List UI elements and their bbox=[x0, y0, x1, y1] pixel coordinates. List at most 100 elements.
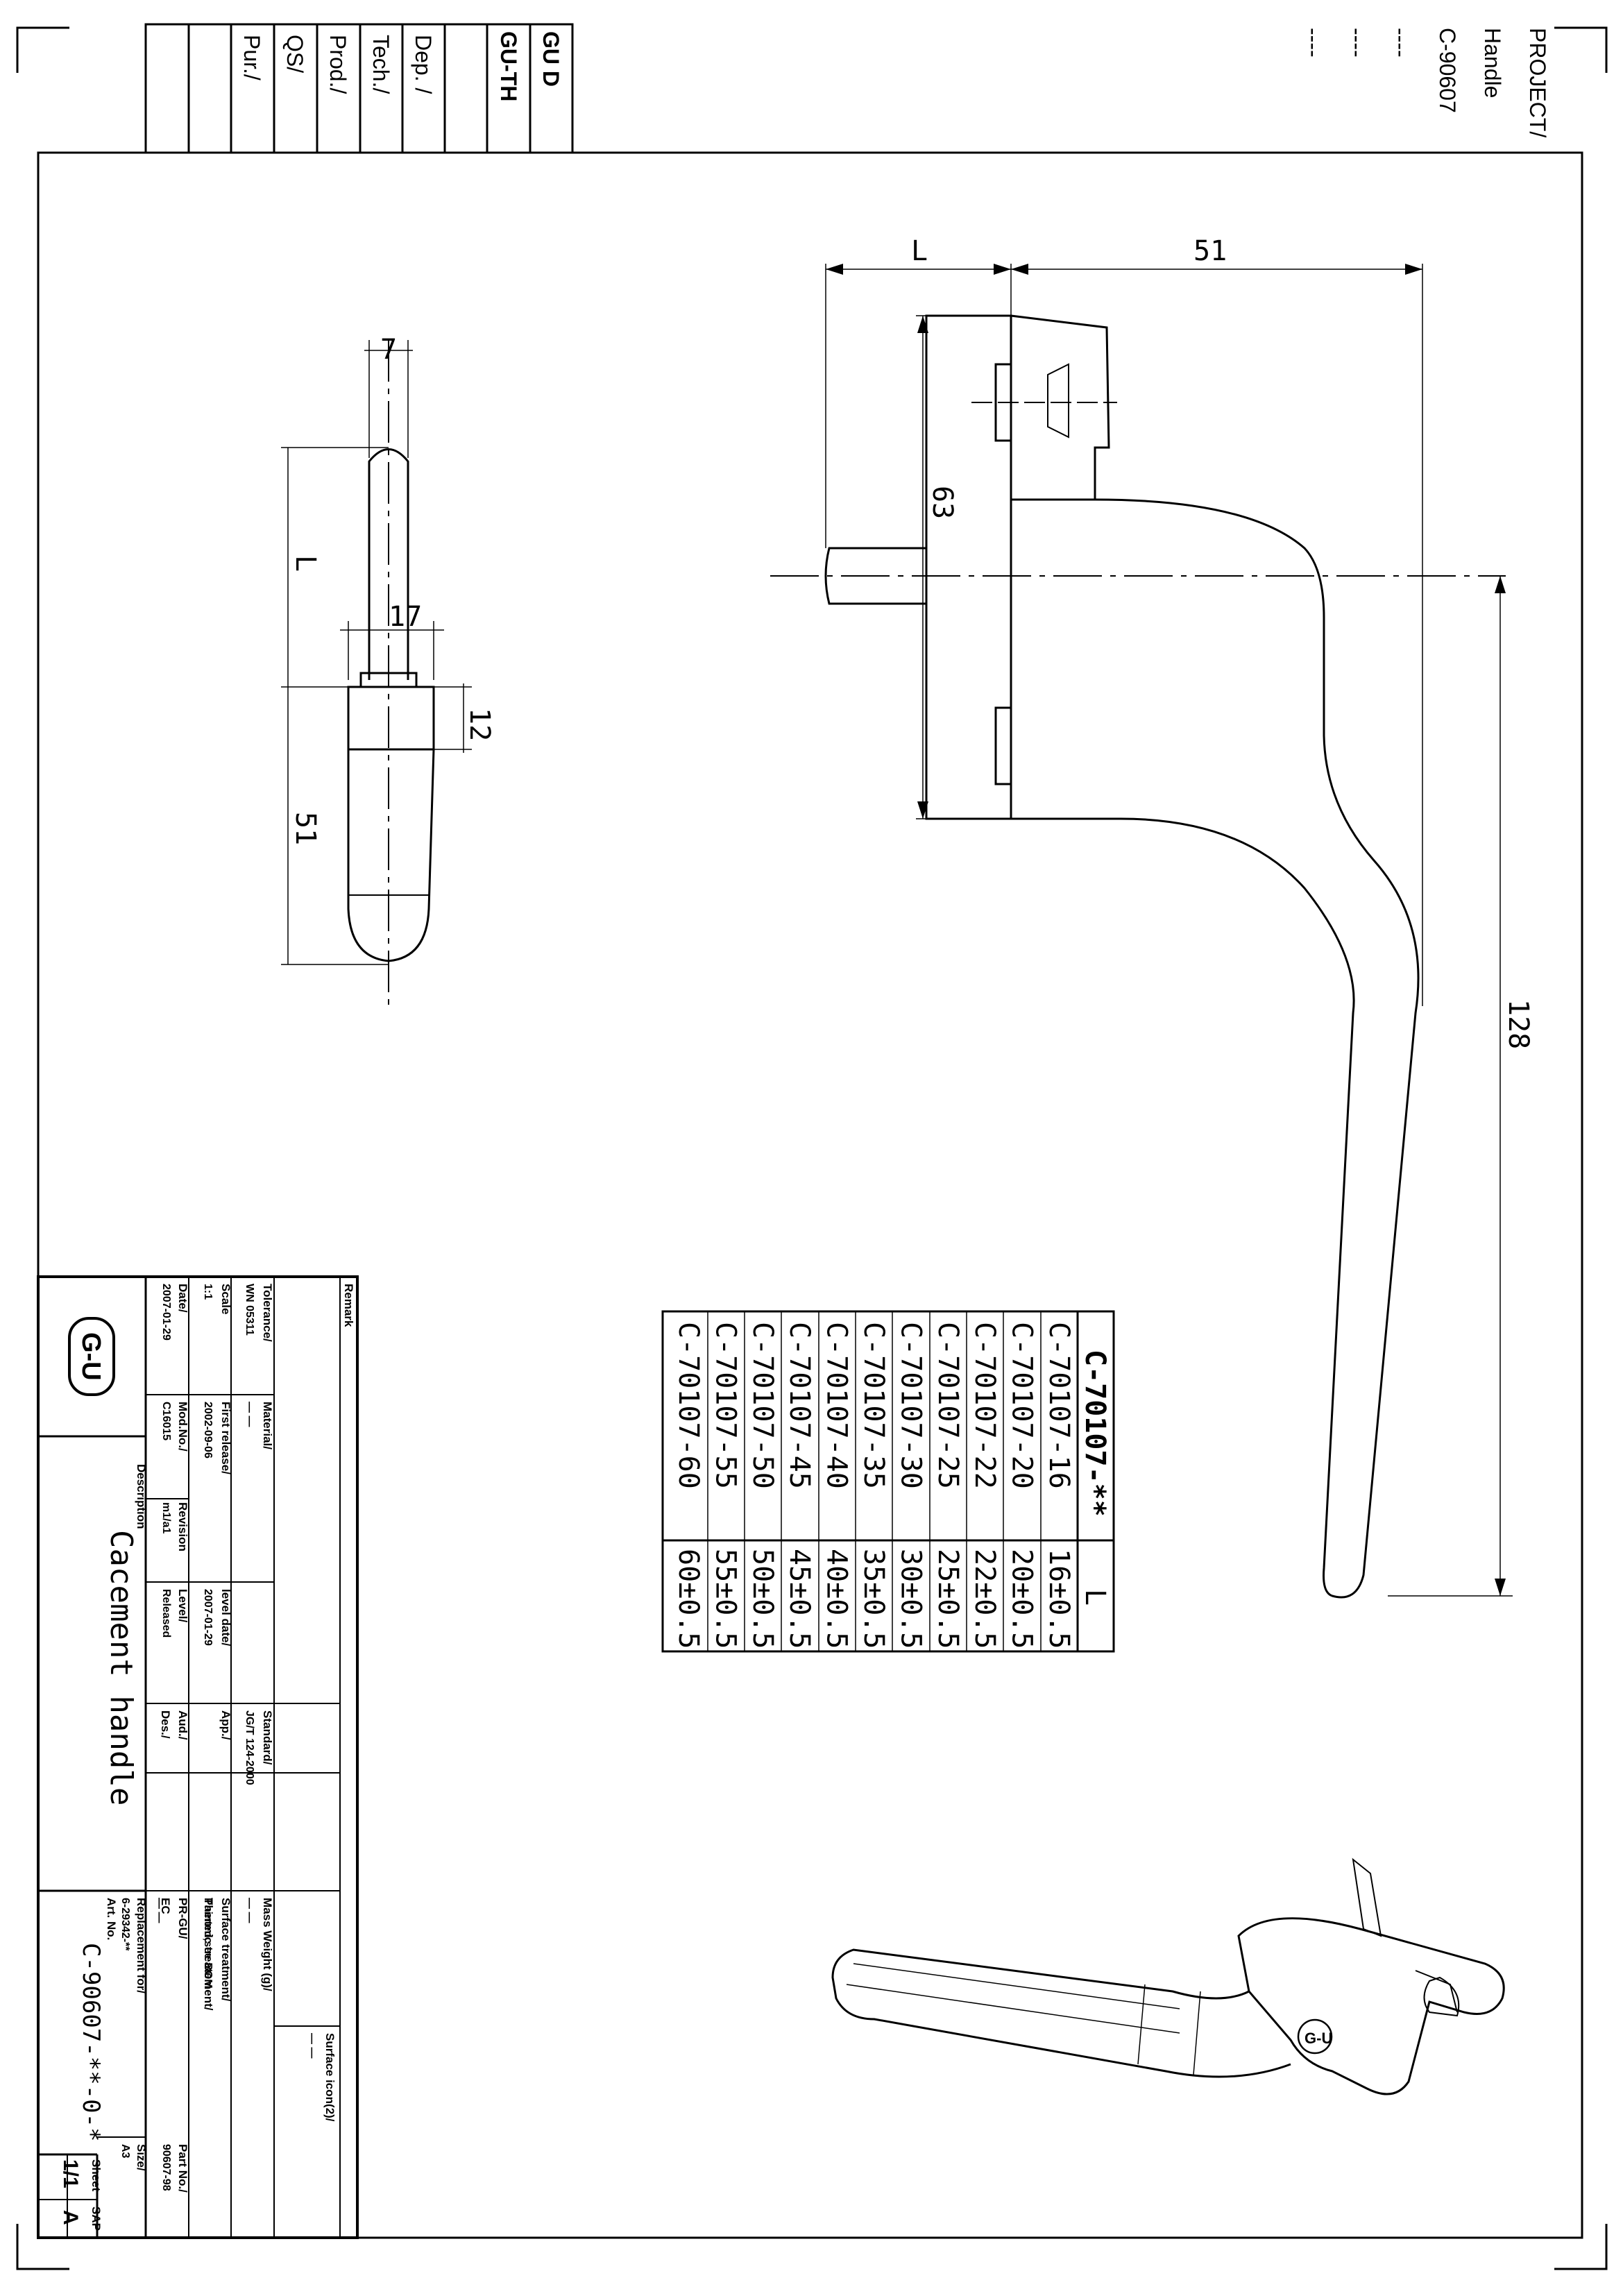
mass-value: — — bbox=[244, 1898, 255, 1923]
remark-label: Remark bbox=[342, 1284, 355, 1327]
scale-label: Scale bbox=[219, 1284, 232, 1314]
front-view-dimensions: L 51 63 128 bbox=[911, 235, 1534, 1049]
variant-length: 35±0.5 bbox=[858, 1549, 890, 1649]
level-date-value: 2007-01-29 bbox=[202, 1589, 214, 1646]
variant-length: 30±0.5 bbox=[894, 1549, 926, 1649]
qs-label: QS/ bbox=[282, 35, 307, 73]
dim-length-L: L bbox=[289, 555, 321, 572]
variant-length: 60±0.5 bbox=[672, 1549, 704, 1649]
material-value: — — bbox=[244, 1402, 255, 1427]
code-label: C-90607 bbox=[1435, 28, 1460, 113]
material-label: Material/ bbox=[261, 1402, 274, 1449]
description-value: Cacement handle bbox=[103, 1530, 139, 1805]
variant-length: 25±0.5 bbox=[932, 1549, 964, 1649]
dim-51: 51 bbox=[1193, 235, 1227, 267]
surface-treatment-value: Painted,see BOM bbox=[202, 1898, 214, 1989]
variant-length: 20±0.5 bbox=[1006, 1549, 1038, 1649]
variant-rows: C-70107-16 16±0.5 C-70107-20 20±0.5 C-70107-… bbox=[672, 1322, 1075, 1649]
variant-code: C-70107-20 bbox=[1006, 1322, 1038, 1489]
tech-label: Tech./ bbox=[368, 35, 393, 94]
variant-length: 45±0.5 bbox=[783, 1549, 815, 1649]
level-date-label: level date/ bbox=[219, 1589, 232, 1646]
mass-label: Mass Weight (g)/ bbox=[261, 1898, 274, 1991]
variant-length: 40±0.5 bbox=[821, 1549, 853, 1649]
art-no-value: C-90607-**-0-* bbox=[77, 1943, 105, 2142]
front-view bbox=[770, 264, 1513, 1599]
variant-code: C-70107-40 bbox=[821, 1322, 853, 1489]
size-label: Size/ bbox=[135, 2144, 148, 2171]
tolerance-label: Tolerance/ bbox=[261, 1284, 274, 1342]
logo-text: G-U bbox=[76, 1332, 105, 1381]
sheet-label: Sheet bbox=[90, 2159, 103, 2192]
pur-label: Pur./ bbox=[239, 35, 264, 80]
variant-code: C-70107-50 bbox=[747, 1322, 779, 1489]
variant-code: C-70107-30 bbox=[894, 1322, 926, 1489]
variant-length: 55±0.5 bbox=[709, 1549, 741, 1649]
des-label: Des./ bbox=[159, 1710, 172, 1739]
replacement-label: Replacement for/ bbox=[135, 1898, 148, 1993]
iso-logo-text: G-U bbox=[1305, 2030, 1332, 2047]
approval-header-text: GU D GU-TH Dep. / Tech./ Prod./ QS/ Pur.… bbox=[239, 31, 563, 101]
isometric-view: G-U bbox=[831, 1857, 1505, 2095]
level-label: Level/ bbox=[176, 1589, 189, 1622]
dim-L: L bbox=[911, 235, 928, 267]
tolerance-value: WN 05311 bbox=[244, 1284, 255, 1336]
company-label: GU D bbox=[538, 31, 563, 87]
art-no-label: Art. No. bbox=[105, 1898, 118, 1940]
title-block bbox=[37, 1275, 359, 2239]
dim-height-12: 12 bbox=[464, 708, 495, 741]
variant-code: C-70107-35 bbox=[858, 1322, 890, 1489]
pr-label: PR-GU/ bbox=[176, 1898, 189, 1939]
dep-label: Dep. / bbox=[411, 35, 436, 94]
dim-thickness-17: 17 bbox=[389, 601, 422, 633]
variant-length: 22±0.5 bbox=[969, 1549, 1001, 1649]
description-label: Description bbox=[135, 1464, 148, 1529]
side-view-dimensions: 7 L 17 12 51 bbox=[289, 334, 495, 845]
variant-code: C-70107-55 bbox=[709, 1322, 741, 1489]
approval-header bbox=[144, 23, 574, 154]
sap-label: SAP bbox=[90, 2206, 103, 2231]
variant-length: 50±0.5 bbox=[747, 1549, 779, 1649]
date-label: Date/ bbox=[176, 1284, 189, 1313]
dim-width-7: 7 bbox=[380, 334, 397, 366]
level-value: Released bbox=[160, 1589, 172, 1638]
dim-128: 128 bbox=[1502, 999, 1534, 1049]
sap-value: A bbox=[59, 2210, 82, 2225]
variant-code: C-70107-25 bbox=[932, 1322, 964, 1489]
dash-line-3: ---- bbox=[1301, 28, 1326, 58]
front-view-arrows bbox=[826, 264, 1506, 1596]
ec-label: EC bbox=[159, 1898, 172, 1914]
scale-value: 1:1 bbox=[202, 1284, 214, 1300]
first-release-label: First release/ bbox=[219, 1402, 232, 1474]
variant-code: C-70107-16 bbox=[1043, 1322, 1075, 1489]
standard-label: Standard/ bbox=[261, 1710, 274, 1765]
aud-label: Aud./ bbox=[176, 1710, 189, 1740]
corner-marks bbox=[16, 26, 1608, 2270]
division-label: GU-TH bbox=[496, 31, 521, 101]
dim-grip-51: 51 bbox=[289, 812, 321, 845]
app-label: App./ bbox=[219, 1710, 232, 1740]
variant-length: 16±0.5 bbox=[1043, 1549, 1075, 1649]
first-release-value: 2002-09-06 bbox=[202, 1402, 214, 1459]
handle-label: Handle bbox=[1480, 28, 1505, 98]
side-view bbox=[281, 340, 472, 1010]
project-block: PROJECT/ Handle C-90607 ---- ---- ---- bbox=[1301, 28, 1550, 137]
dash-line-1: ---- bbox=[1388, 28, 1413, 58]
part-no-value: 90607-98 bbox=[160, 2144, 172, 2191]
company-logo: G-U bbox=[68, 1317, 115, 1396]
mod-label: Mod.No./ bbox=[176, 1402, 189, 1452]
drawing-frame bbox=[37, 151, 1583, 2239]
thermic-value: — — bbox=[153, 1898, 165, 1923]
part-no-label: Part No./ bbox=[176, 2144, 189, 2193]
variant-code: C-70107-22 bbox=[969, 1322, 1001, 1489]
table-header-code: C-70107-** bbox=[1079, 1350, 1111, 1517]
revision-label: Revision bbox=[176, 1502, 189, 1551]
replacement-value: 6-29342-** bbox=[119, 1898, 131, 1951]
dash-line-2: ---- bbox=[1345, 28, 1370, 58]
variant-table bbox=[661, 1310, 1115, 1653]
date-value: 2007-01-29 bbox=[160, 1284, 172, 1341]
surface-treatment-label: Surface treatment/ bbox=[219, 1898, 232, 2002]
size-value: A3 bbox=[119, 2144, 131, 2159]
sheet-value: 1/1 bbox=[59, 2159, 82, 2188]
